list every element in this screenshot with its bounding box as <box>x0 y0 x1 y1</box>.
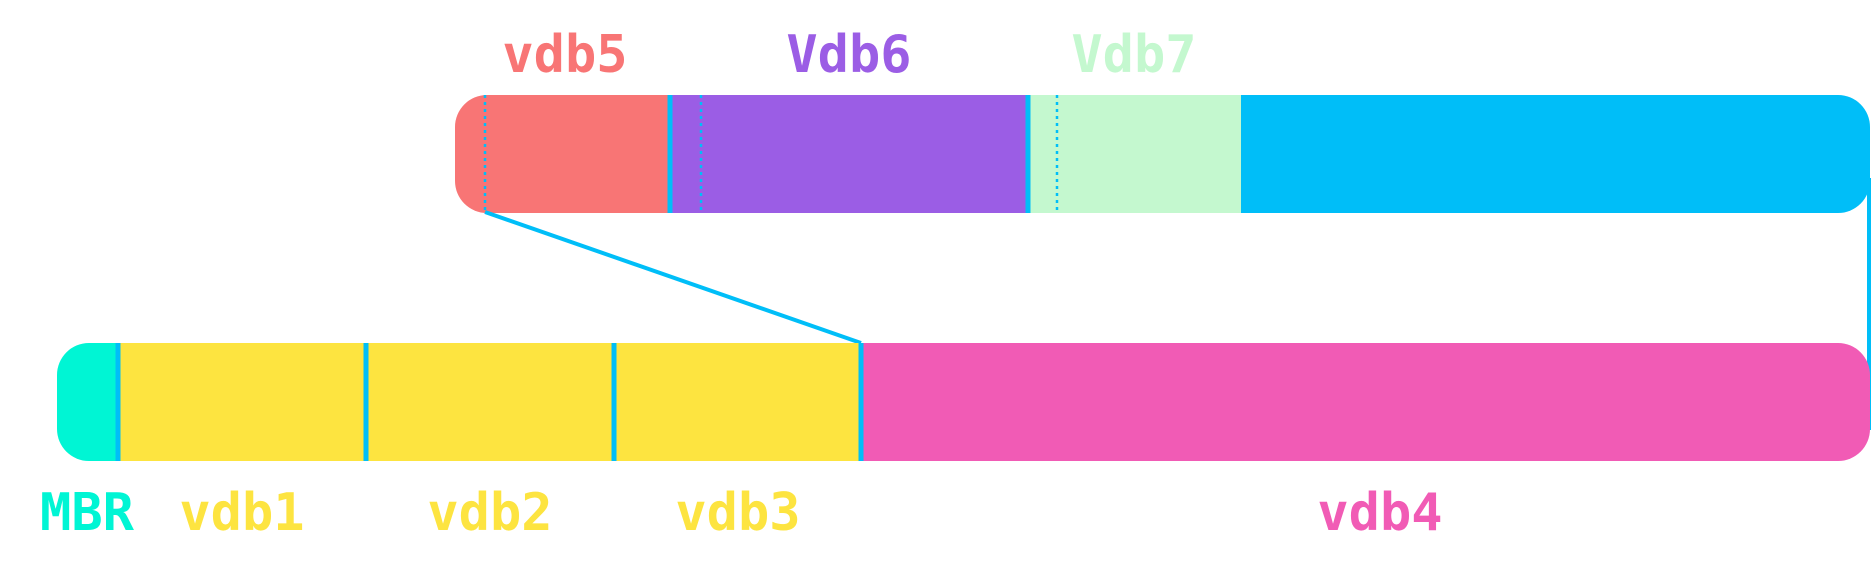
logical-partition-dividers <box>483 95 1059 213</box>
vdb7-segment <box>1028 95 1241 213</box>
disk-bar <box>57 343 1870 461</box>
vdb1-label: vdb1 <box>179 483 304 543</box>
vdb4-label: vdb4 <box>1317 483 1442 543</box>
logical-partitions-bar <box>455 95 1870 213</box>
mbr-label: MBR <box>40 483 135 543</box>
vdb5-label: vdb5 <box>502 25 627 85</box>
vdb7-label: Vdb7 <box>1071 25 1196 85</box>
vdb3-label: vdb3 <box>675 483 800 543</box>
disk-dividers <box>115 343 864 461</box>
vdb1-segment <box>118 343 366 461</box>
vdb5-segment <box>455 95 670 213</box>
mbr-segment <box>57 343 118 461</box>
vdb4-segment <box>861 343 1870 461</box>
vdb2-label: vdb2 <box>427 483 552 543</box>
vdb3-segment <box>614 343 861 461</box>
vdb6-label: Vdb6 <box>786 25 911 85</box>
vdb6-segment <box>670 95 1028 213</box>
connector-line-left <box>484 210 862 345</box>
vdb2-segment <box>366 343 614 461</box>
free-space-segment <box>1241 95 1870 213</box>
